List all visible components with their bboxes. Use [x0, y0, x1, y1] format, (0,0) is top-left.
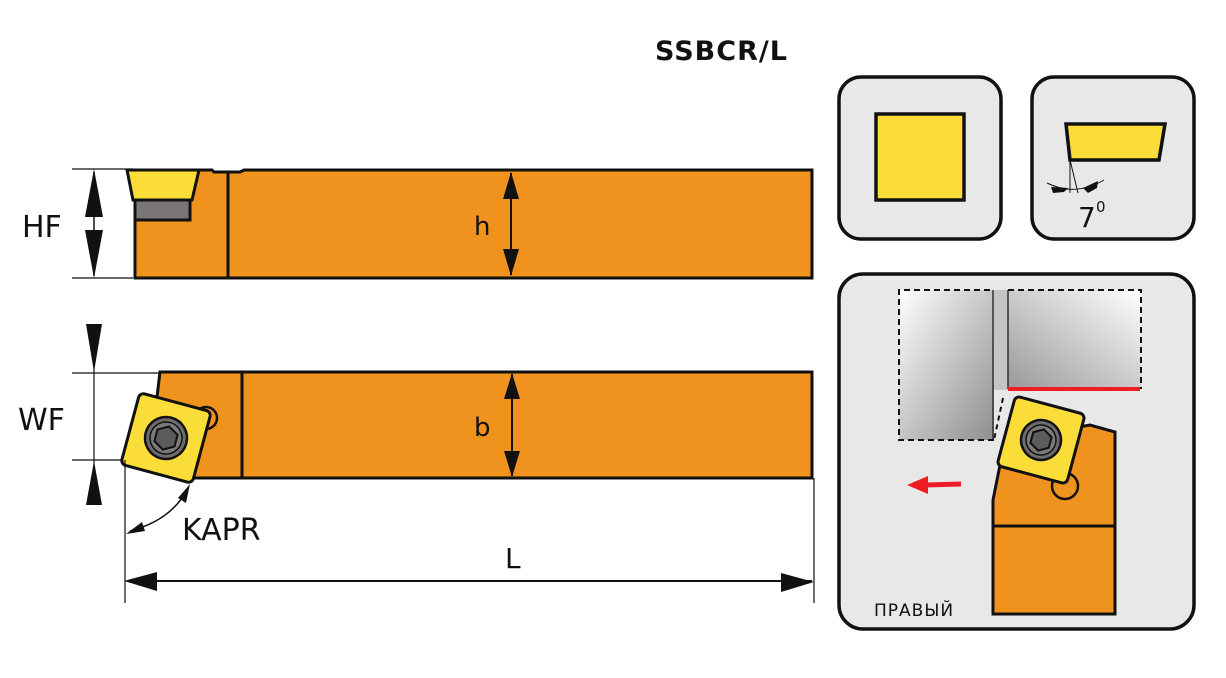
- l-label: L: [505, 542, 521, 575]
- insert-shape-panel: [837, 75, 1003, 241]
- insert-app: [996, 395, 1086, 485]
- hand-label: ПРАВЫЙ: [874, 599, 954, 621]
- tool-designation-title: SSBCR/L: [655, 36, 788, 67]
- clearance-angle-icon: [1064, 122, 1168, 162]
- wf-label: WF: [18, 403, 65, 438]
- h-label: h: [474, 212, 490, 242]
- workpiece-right: [1008, 290, 1141, 389]
- l-dimension-arrow: [124, 572, 814, 592]
- square-insert-icon: [874, 112, 966, 202]
- hex-socket-icon: [1029, 428, 1053, 452]
- kapr-label: KAPR: [182, 513, 261, 548]
- insert-side: [125, 168, 201, 202]
- b-label: b: [474, 413, 491, 443]
- application-panel: ПРАВЫЙ: [837, 272, 1196, 631]
- hex-socket-icon: [153, 425, 179, 451]
- holder-shank: [991, 524, 1117, 616]
- hf-dimension-arrow: [85, 169, 103, 278]
- shim-side: [133, 198, 192, 222]
- clearance-angle-panel: 7 0: [1030, 75, 1196, 241]
- clearance-angle-unit: 0: [1096, 198, 1106, 216]
- hf-label: HF: [22, 210, 62, 245]
- top-view: WF b KAPR: [18, 324, 815, 603]
- insert-top: [120, 392, 212, 484]
- workpiece-left: [899, 290, 994, 440]
- workpiece-outline: [898, 289, 1142, 441]
- h-dimension-arrow: [503, 172, 519, 276]
- feed-arrow-icon: [907, 476, 962, 494]
- side-view: HF h: [22, 168, 814, 280]
- clearance-angle-value: 7: [1078, 201, 1096, 234]
- wf-dimension-arrow: [86, 324, 102, 505]
- kapr-angle-arrow: [126, 484, 190, 534]
- b-dimension-arrow: [504, 373, 520, 477]
- shank-side-body: [133, 168, 814, 280]
